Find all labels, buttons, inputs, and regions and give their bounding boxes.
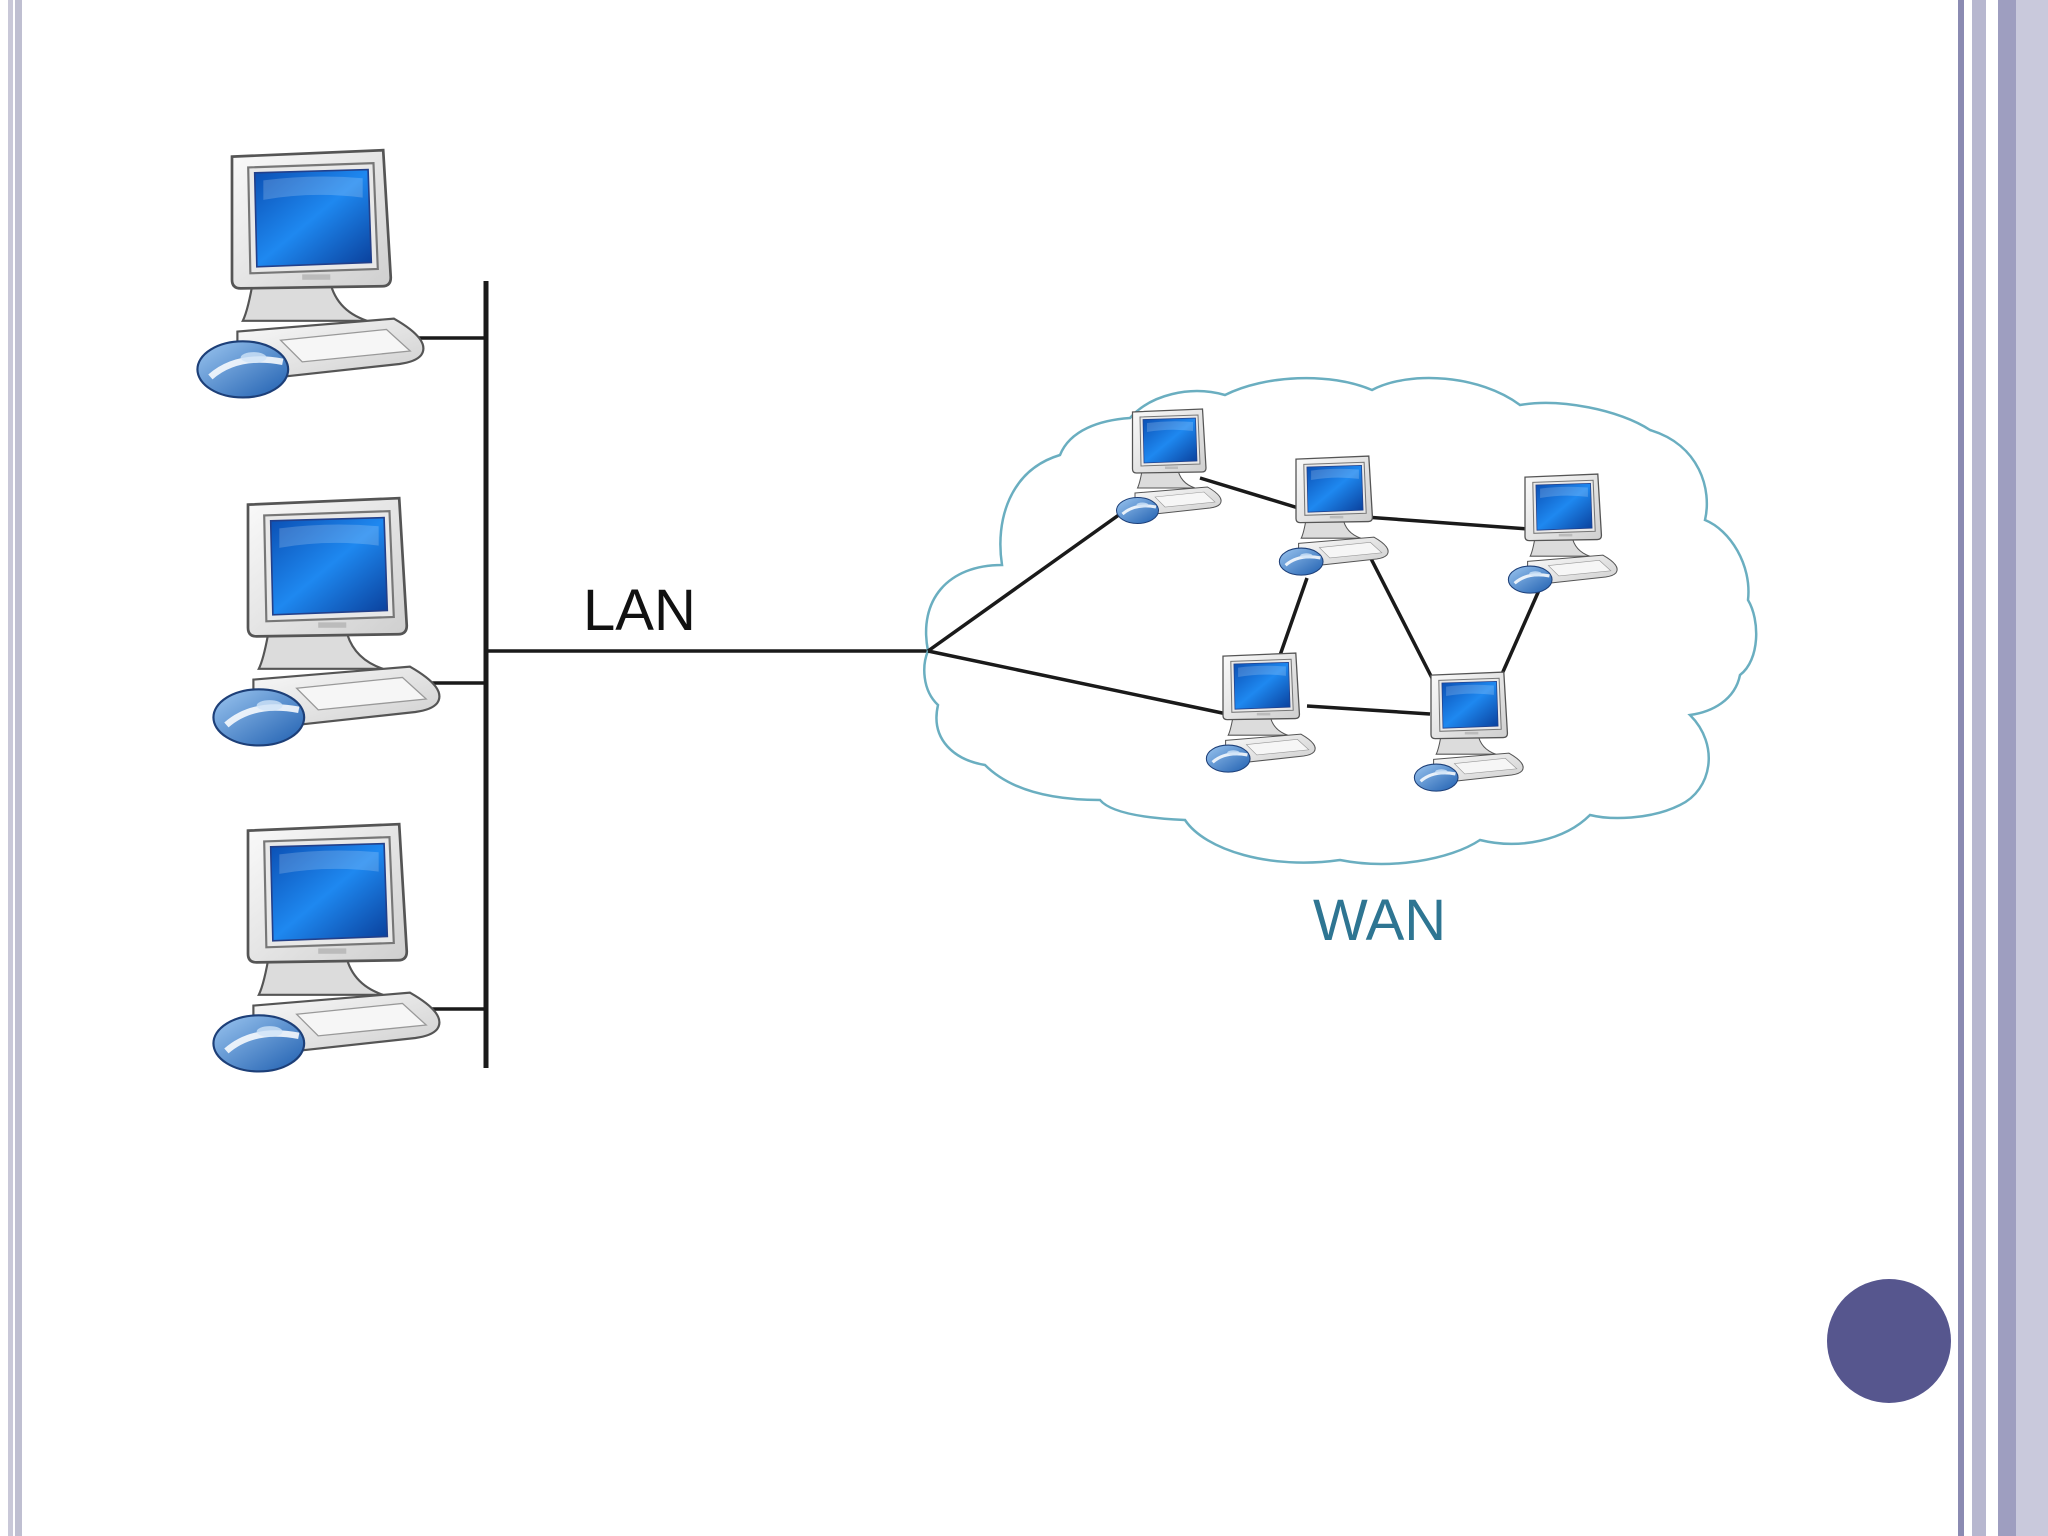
lan-label: LAN [583,578,696,643]
wan-links [926,476,1542,716]
slide-border-right [1958,0,2048,1536]
accent-circle [1827,1279,1951,1403]
wan-computer-5-icon [1412,670,1525,793]
wan-computer-2-icon [1277,454,1390,577]
lan-computer-2-icon [213,498,439,745]
wan-label: WAN [1313,888,1446,953]
lan-computer-1-icon [197,150,423,397]
lan-computer-3-icon [213,824,439,1071]
wan-cloud-shape [923,376,1758,866]
slide-border-left [8,0,22,1536]
wan-computer-1-icon [1115,407,1223,525]
wan-computer-3-icon [1506,472,1619,595]
wan-computer-4-icon [1204,651,1317,774]
